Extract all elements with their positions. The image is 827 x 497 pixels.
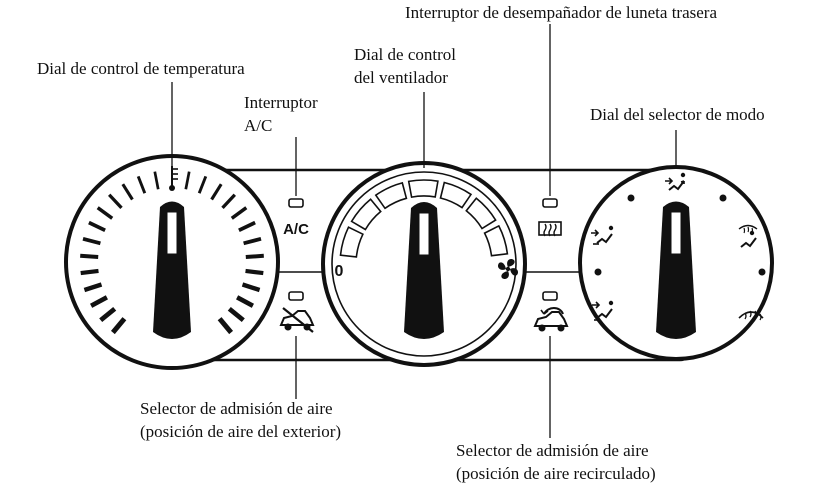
ac-switch-label-line1: Interruptor bbox=[244, 93, 318, 112]
face-vent-icon bbox=[665, 172, 686, 191]
temperature-tick bbox=[184, 171, 191, 190]
thermometer-icon bbox=[169, 166, 178, 191]
temperature-tick bbox=[221, 193, 237, 210]
fan-icon bbox=[497, 258, 519, 280]
ac-switch[interactable]: A/C bbox=[283, 198, 309, 238]
fresh-air-label-line1: Selector de admisión de aire bbox=[140, 399, 333, 418]
foot-vent-icon bbox=[592, 300, 614, 321]
temperature-tick bbox=[153, 171, 160, 190]
ac-switch-label-line2: A/C bbox=[244, 116, 273, 135]
temperature-dial[interactable] bbox=[64, 154, 280, 370]
temperature-tick bbox=[236, 295, 254, 308]
recirculated-air-button[interactable] bbox=[533, 291, 569, 332]
temperature-tick bbox=[241, 282, 261, 293]
fan-dial-label-line1: Dial de control bbox=[354, 45, 456, 64]
mode-selector-dial[interactable] bbox=[578, 165, 774, 361]
fan-speed-segment bbox=[374, 181, 408, 210]
temperature-tick bbox=[243, 236, 262, 246]
temperature-tick bbox=[238, 220, 256, 232]
temperature-tick bbox=[210, 183, 223, 201]
mode-detent-dot bbox=[594, 268, 602, 276]
recirc-air-label-line2: (posición de aire recirculado) bbox=[456, 464, 656, 483]
temperature-tick bbox=[227, 306, 245, 323]
fan-off-mark: 0 bbox=[335, 263, 344, 280]
fan-speed-segment bbox=[407, 179, 439, 199]
fresh-air-label-line2: (posición de aire del exterior) bbox=[140, 422, 342, 441]
fan-speed-segment bbox=[439, 181, 473, 209]
bi-level-icon bbox=[591, 225, 614, 245]
mode-dial-label: Dial del selector de modo bbox=[590, 105, 765, 124]
fresh-air-intake-button[interactable] bbox=[279, 291, 315, 333]
mode-detent-dot bbox=[627, 194, 635, 202]
fan-speed-segment bbox=[465, 197, 497, 230]
temperature-tick bbox=[80, 253, 99, 259]
leader-lines bbox=[171, 24, 677, 438]
fan-speed-segment bbox=[350, 198, 382, 231]
outside-air-car-icon bbox=[279, 307, 315, 333]
fan-speed-dial[interactable] bbox=[321, 161, 527, 367]
temperature-tick bbox=[110, 317, 127, 335]
temperature-tick bbox=[217, 317, 234, 335]
foot-defrost-icon bbox=[738, 224, 758, 248]
temperature-tick bbox=[245, 253, 264, 259]
windshield-defrost-icon bbox=[738, 310, 764, 321]
temperature-tick bbox=[80, 268, 99, 276]
fan-speed-segment bbox=[339, 226, 364, 258]
temperature-tick bbox=[121, 183, 134, 201]
mode-detent-dot bbox=[758, 268, 766, 276]
fan-speed-segment bbox=[483, 224, 509, 257]
rear-defroster-label: Interruptor de desempañador de luneta tr… bbox=[405, 3, 717, 22]
ac-switch-text: A/C bbox=[283, 221, 309, 238]
temperature-tick bbox=[82, 236, 101, 246]
temperature-tick bbox=[83, 282, 103, 293]
fan-dial-label-line2: del ventilador bbox=[354, 68, 448, 87]
mode-detent-dot bbox=[719, 194, 727, 202]
rear-window-defroster-icon bbox=[538, 221, 562, 237]
temperature-tick bbox=[136, 175, 147, 194]
temperature-tick bbox=[96, 206, 114, 220]
temperature-tick bbox=[245, 268, 264, 276]
temperature-tick bbox=[88, 220, 106, 232]
rear-defroster-switch[interactable] bbox=[538, 198, 562, 237]
temperature-tick bbox=[197, 175, 208, 194]
temperature-tick bbox=[230, 206, 248, 220]
temperature-tick bbox=[90, 295, 108, 308]
temperature-tick bbox=[107, 193, 123, 210]
temperature-scale-ticks bbox=[80, 171, 264, 335]
temperature-dial-label: Dial de control de temperatura bbox=[37, 59, 245, 78]
fan-speed-scale bbox=[339, 179, 509, 258]
recirculated-air-car-icon bbox=[533, 307, 569, 332]
temperature-tick bbox=[99, 306, 117, 323]
recirc-air-label-line1: Selector de admisión de aire bbox=[456, 441, 649, 460]
